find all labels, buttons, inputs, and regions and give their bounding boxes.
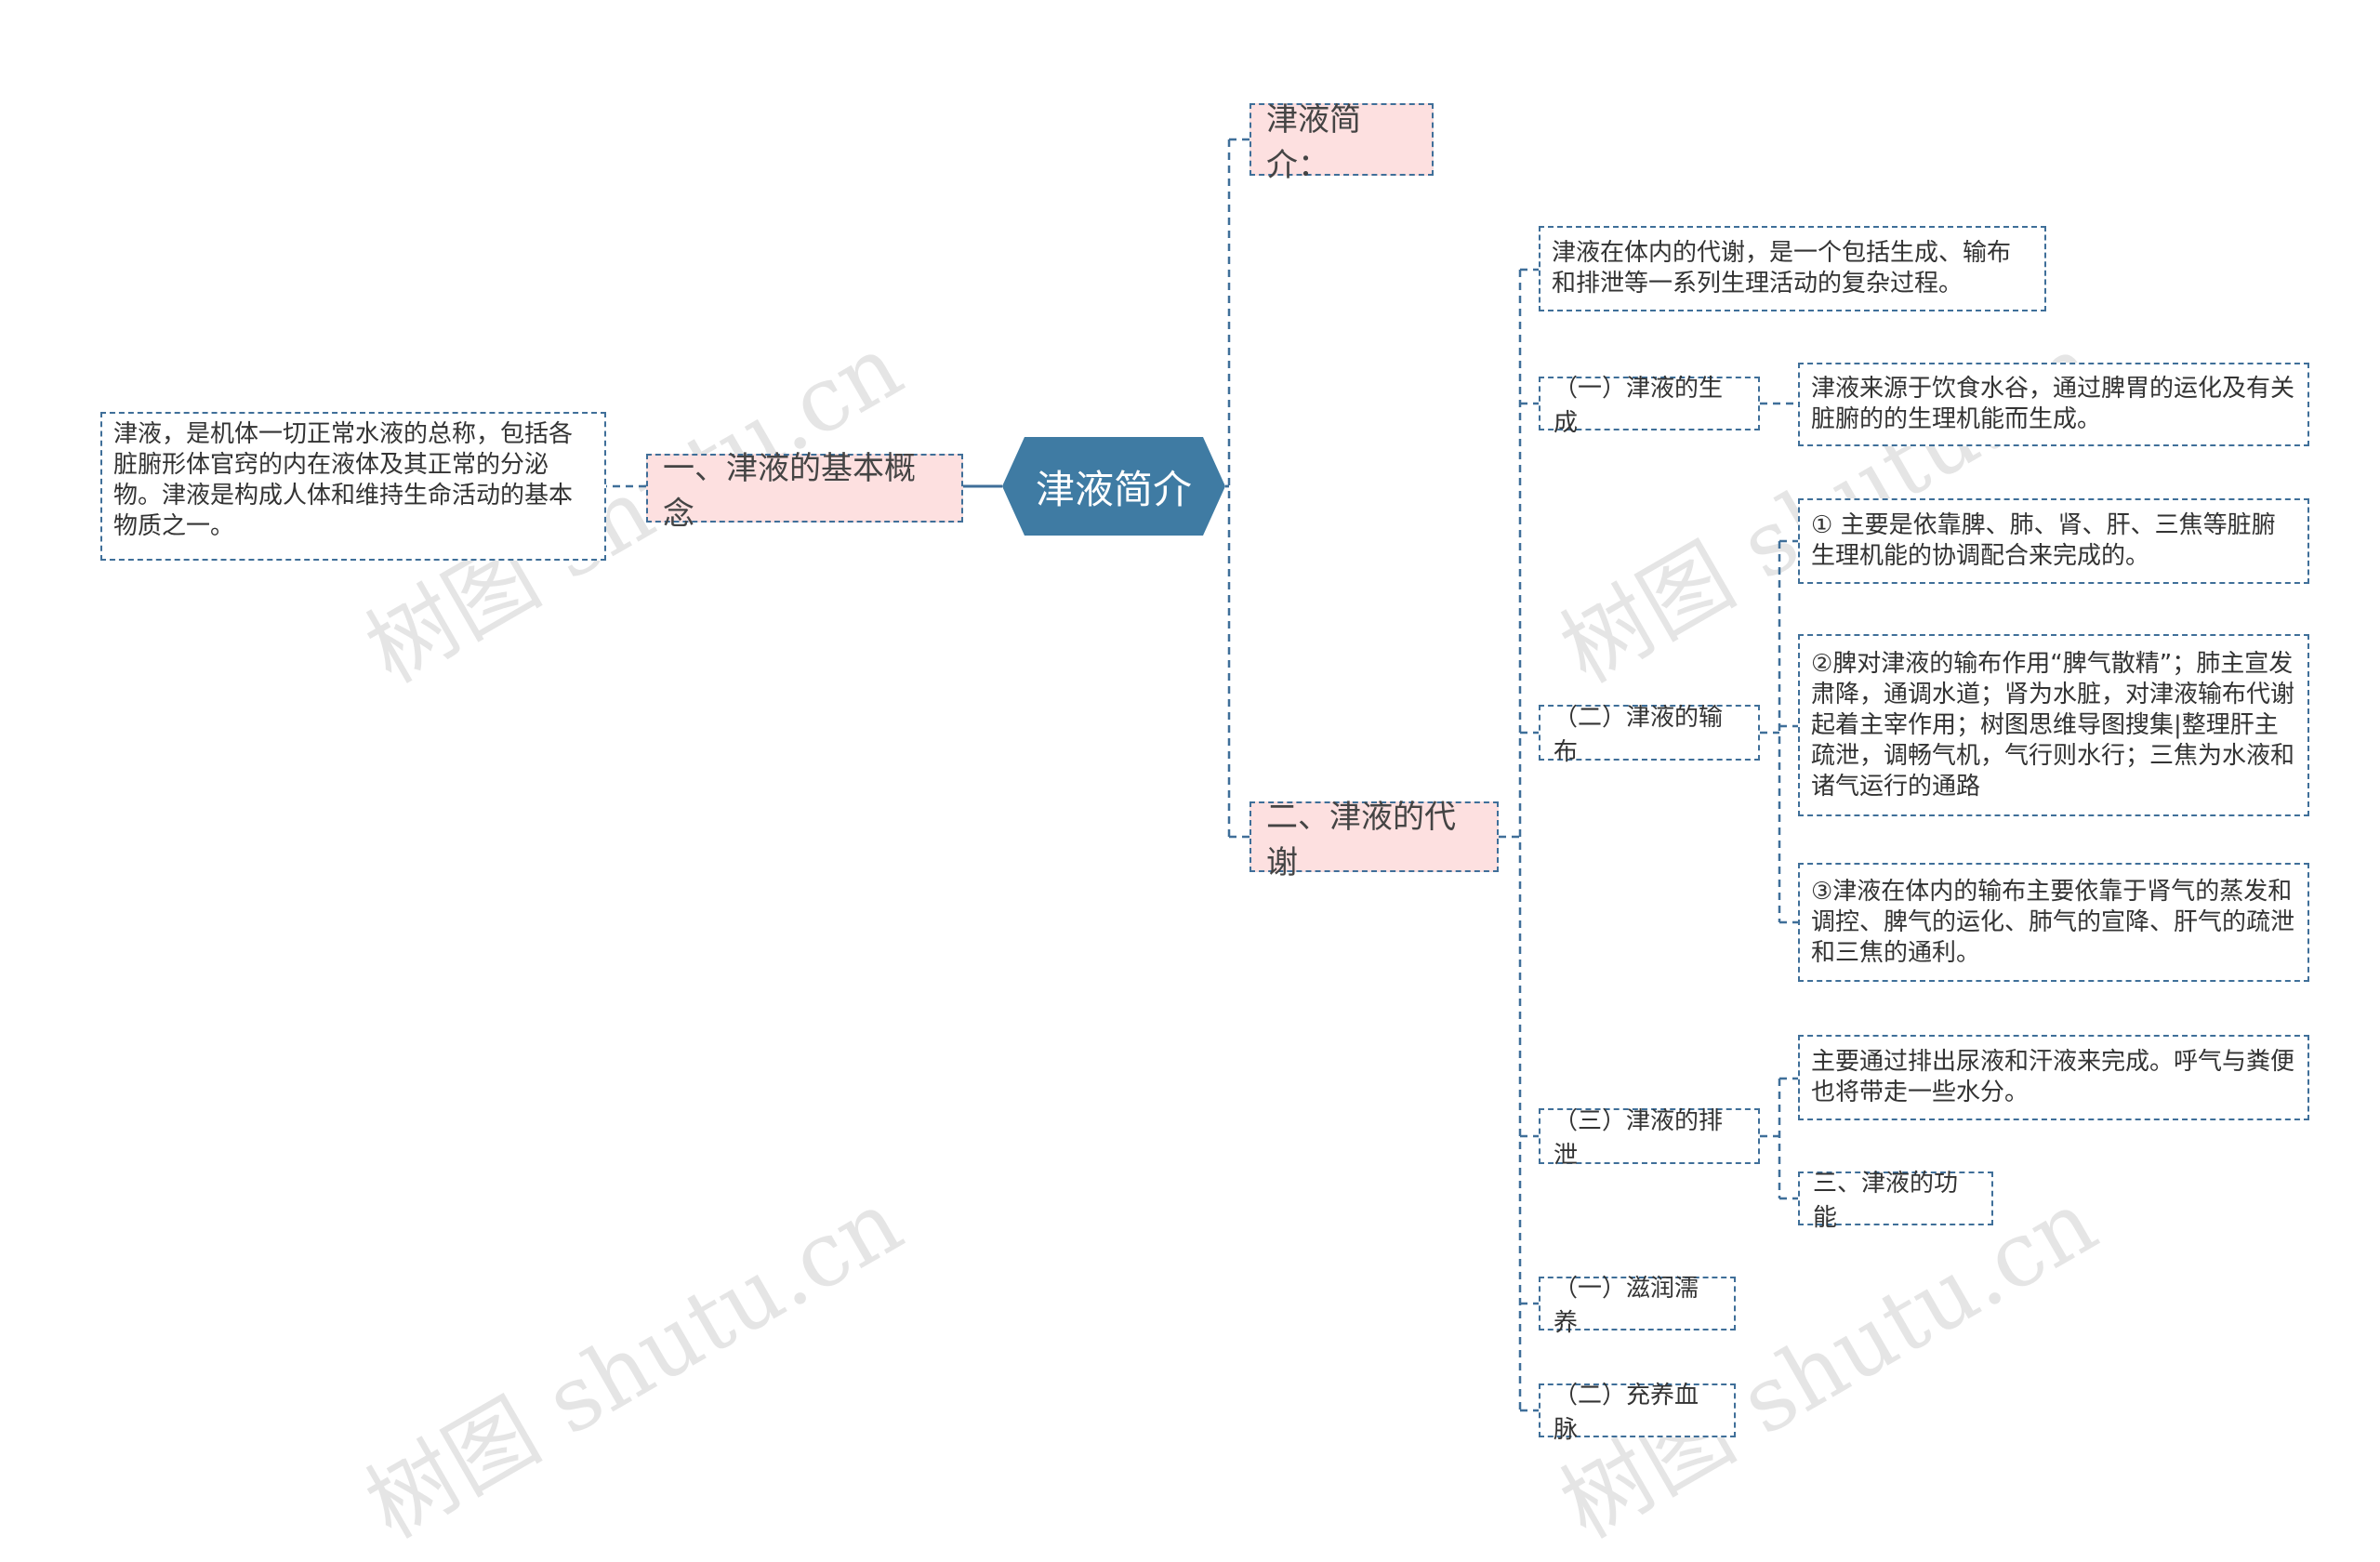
blood-label: （二）充养血脉: [1554, 1382, 1699, 1444]
distribution-node[interactable]: （二）津液的输布: [1539, 704, 1760, 766]
distribution-detail-3[interactable]: ③津液在体内的输布主要依靠于肾气的蒸发和调控、脾气的运化、肺气的宣降、肝气的疏泄…: [1798, 863, 2309, 982]
root-label: 津液简介: [1035, 466, 1192, 512]
watermark: 树图 shutu.cn: [350, 1170, 919, 1559]
metabolism-overview-text: 津液在体内的代谢，是一个包括生成、输布和排泄等一系列生理活动的复杂过程。: [1552, 239, 2012, 298]
excretion-node[interactable]: （三）津液的排泄: [1539, 1107, 1760, 1170]
intro-label: 津液简介：: [1266, 101, 1361, 184]
distribution-detail-2[interactable]: ②脾对津液的输布作用“脾气散精”；肺主宣发肃降，通调水道；肾为水脏，对津液输布代…: [1798, 634, 2309, 816]
nourish-node[interactable]: （一）滋润濡养: [1539, 1275, 1736, 1337]
function-label: 三、津液的功能: [1813, 1170, 1959, 1232]
blood-node[interactable]: （二）充养血脉: [1539, 1382, 1736, 1444]
basic-concept-detail[interactable]: 津液，是机体一切正常水液的总称，包括各脏腑形体官窍的内在液体及其正常的分泌物。津…: [100, 412, 606, 561]
root-hexagon-shape: [1002, 437, 1225, 536]
distribution-detail-3-text: ③津液在体内的输布主要依靠于肾气的蒸发和调控、脾气的运化、肺气的宣降、肝气的疏泄…: [1811, 877, 2295, 967]
metabolism-overview[interactable]: 津液在体内的代谢，是一个包括生成、输布和排泄等一系列生理活动的复杂过程。: [1539, 226, 2046, 311]
function-node[interactable]: 三、津液的功能: [1798, 1170, 1993, 1232]
branch-metabolism-label: 二、津液的代谢: [1266, 799, 1456, 881]
distribution-detail-1-text: ① 主要是依靠脾、肺、肾、肝、三焦等脏腑生理机能的协调配合来完成的。: [1811, 511, 2276, 570]
nourish-label: （一）滋润濡养: [1554, 1275, 1699, 1337]
branch-metabolism[interactable]: 二、津液的代谢: [1250, 799, 1499, 881]
generation-label: （一）津液的生成: [1554, 375, 1724, 437]
branch-basic-concept-label: 一、津液的基本概念: [663, 450, 916, 533]
excretion-label: （三）津液的排泄: [1554, 1107, 1724, 1170]
excretion-detail[interactable]: 主要通过排出尿液和汗液来完成。呼气与粪便也将带走一些水分。: [1798, 1035, 2309, 1120]
intro-node[interactable]: 津液简介：: [1250, 101, 1434, 184]
mind-map-canvas: 树图 shutu.cn 树图 shutu.cn 树图 shutu.cn 树图 s…: [100, 101, 2309, 1558]
generation-node[interactable]: （一）津液的生成: [1539, 375, 1760, 437]
excretion-detail-text: 主要通过排出尿液和汗液来完成。呼气与粪便也将带走一些水分。: [1811, 1048, 2295, 1106]
distribution-label: （二）津液的输布: [1554, 704, 1724, 766]
generation-detail[interactable]: 津液来源于饮食水谷，通过脾胃的运化及有关脏腑的的生理机能而生成。: [1798, 363, 2309, 446]
root-node[interactable]: 津液简介: [1002, 437, 1225, 536]
generation-detail-text: 津液来源于饮食水谷，通过脾胃的运化及有关脏腑的的生理机能而生成。: [1811, 375, 2295, 433]
distribution-detail-2-text: ②脾对津液的输布作用“脾气散精”；肺主宣发肃降，通调水道；肾为水脏，对津液输布代…: [1811, 649, 2295, 801]
distribution-detail-1[interactable]: ① 主要是依靠脾、肺、肾、肝、三焦等脏腑生理机能的协调配合来完成的。: [1798, 498, 2309, 584]
branch-basic-concept[interactable]: 一、津液的基本概念: [646, 450, 963, 533]
basic-concept-detail-text: 津液，是机体一切正常水液的总称，包括各脏腑形体官窍的内在液体及其正常的分泌物。津…: [113, 420, 574, 540]
